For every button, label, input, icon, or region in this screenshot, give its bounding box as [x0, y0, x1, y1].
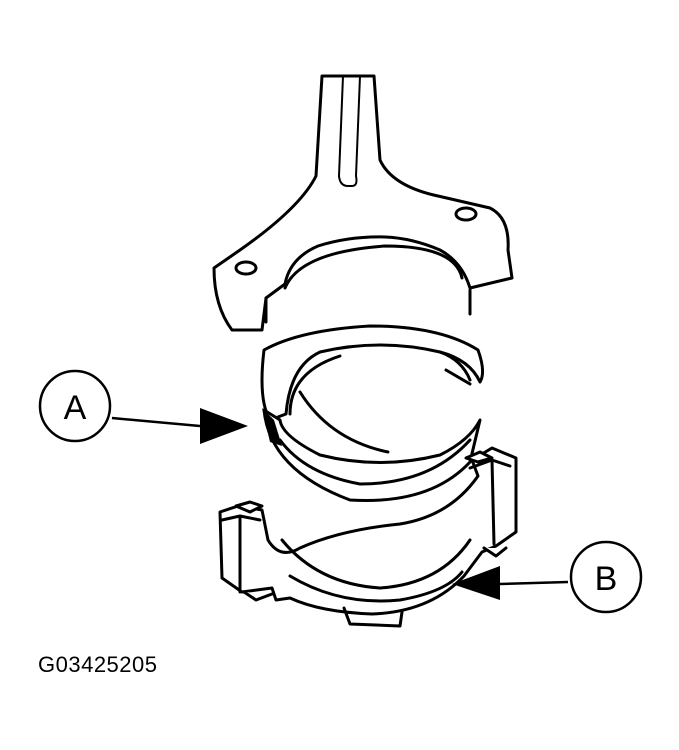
callout-a-leader: [111, 416, 201, 428]
callout-a-circle: [38, 369, 112, 443]
callout-a: A: [38, 369, 248, 444]
callout-b-circle: [569, 540, 643, 614]
callout-a-label: A: [64, 389, 87, 427]
callout-b-leader: [499, 580, 569, 586]
callout-b: B: [452, 540, 643, 614]
callout-a-arrow: [200, 408, 248, 444]
upper-bearing-shell: [260, 324, 485, 422]
lower-bearing-shell: [262, 368, 482, 502]
callout-b-label: B: [595, 560, 618, 598]
figure-id: G03425205: [38, 652, 158, 677]
callout-b-arrow: [452, 566, 500, 600]
bearing-cap: [218, 446, 518, 628]
connecting-rod: [212, 74, 514, 332]
